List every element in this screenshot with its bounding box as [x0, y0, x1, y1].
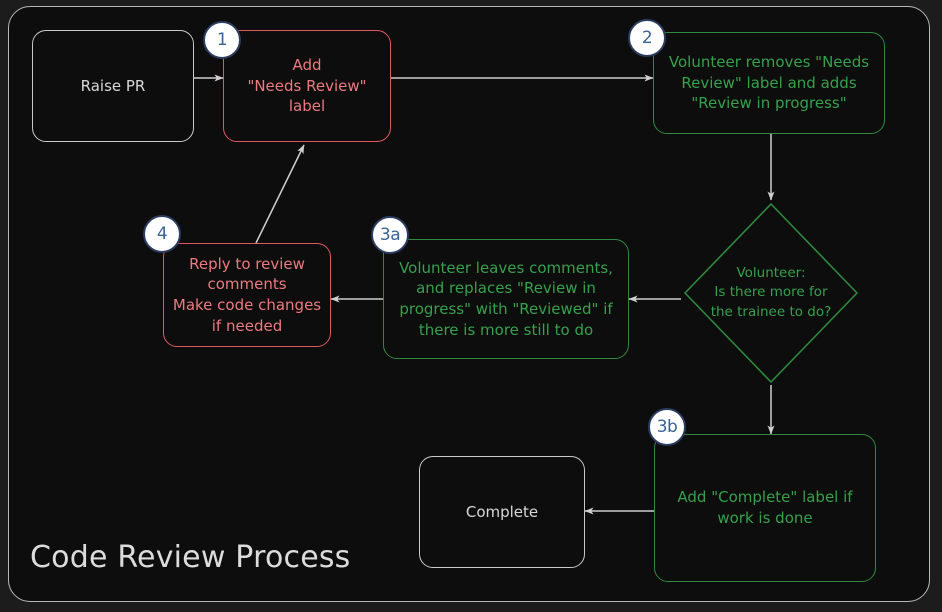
node-4-line4: if needed — [211, 316, 283, 335]
badge-step-2-text: 2 — [641, 28, 653, 48]
node-3a-line4: there is more still to do — [418, 320, 594, 339]
node-volunteer-relabel[interactable]: Volunteer removes "Needs Review" label a… — [653, 32, 885, 134]
node-2-line1: Volunteer removes "Needs — [668, 52, 870, 71]
node-2-line2: Review" label and adds — [681, 73, 857, 92]
badge-step-3b: 3b — [648, 408, 686, 446]
node-1-line2: "Needs Review" — [247, 76, 367, 95]
node-2-line3: "Review in progress" — [691, 94, 847, 113]
decision-line1: Volunteer: — [736, 264, 806, 281]
node-1-line3: label — [288, 97, 326, 116]
node-volunteer-relabel-label: Volunteer removes "Needs Review" label a… — [661, 52, 877, 114]
decision-line3: the trainee to do? — [710, 303, 832, 320]
node-3b-line2: work is done — [717, 509, 813, 527]
badge-step-2: 2 — [628, 19, 666, 57]
node-3a-line3: progress" with "Reviewed" if — [399, 300, 613, 318]
node-3a-line1: Volunteer leaves comments, — [399, 258, 613, 277]
badge-step-1-text: 1 — [216, 30, 228, 50]
node-complete[interactable]: Complete — [419, 456, 585, 568]
node-complete-label: Complete — [465, 502, 539, 521]
node-decision-more-work[interactable]: Volunteer: Is there more for the trainee… — [681, 200, 861, 386]
badge-step-3a-text: 3a — [379, 225, 401, 245]
node-3a-line2: and replaces "Review in — [416, 279, 596, 298]
node-volunteer-comments-label: Volunteer leaves comments, and replaces … — [391, 258, 621, 341]
node-add-complete-label[interactable]: Add "Complete" label if work is done — [654, 434, 876, 582]
diagram-title: Code Review Process — [30, 540, 351, 575]
node-4-line3: Make code changes — [172, 296, 322, 314]
badge-step-1: 1 — [203, 21, 241, 59]
node-reply-to-comments[interactable]: Reply to review comments Make code chang… — [163, 243, 331, 347]
node-reply-to-comments-label: Reply to review comments Make code chang… — [165, 254, 329, 337]
node-add-needs-review[interactable]: Add "Needs Review" label — [223, 30, 391, 142]
node-volunteer-comments[interactable]: Volunteer leaves comments, and replaces … — [383, 239, 629, 359]
badge-step-3a: 3a — [371, 216, 409, 254]
node-4-line2: comments — [207, 275, 287, 294]
badge-step-4: 4 — [143, 215, 181, 253]
node-4-line1: Reply to review — [189, 254, 305, 273]
node-1-line1: Add — [292, 55, 322, 74]
decision-line2: Is there more for — [714, 284, 828, 301]
node-add-needs-review-label: Add "Needs Review" label — [239, 55, 374, 117]
badge-step-3b-text: 3b — [656, 417, 678, 437]
node-raise-pr-label: Raise PR — [80, 76, 146, 95]
node-3b-line1: Add "Complete" label if — [677, 488, 853, 507]
node-add-complete-label-text: Add "Complete" label if work is done — [669, 487, 860, 528]
node-decision-label: Volunteer: Is there more for the trainee… — [681, 200, 861, 386]
diamond-shape-icon — [684, 203, 858, 383]
badge-step-4-text: 4 — [156, 224, 168, 244]
node-raise-pr[interactable]: Raise PR — [32, 30, 194, 142]
